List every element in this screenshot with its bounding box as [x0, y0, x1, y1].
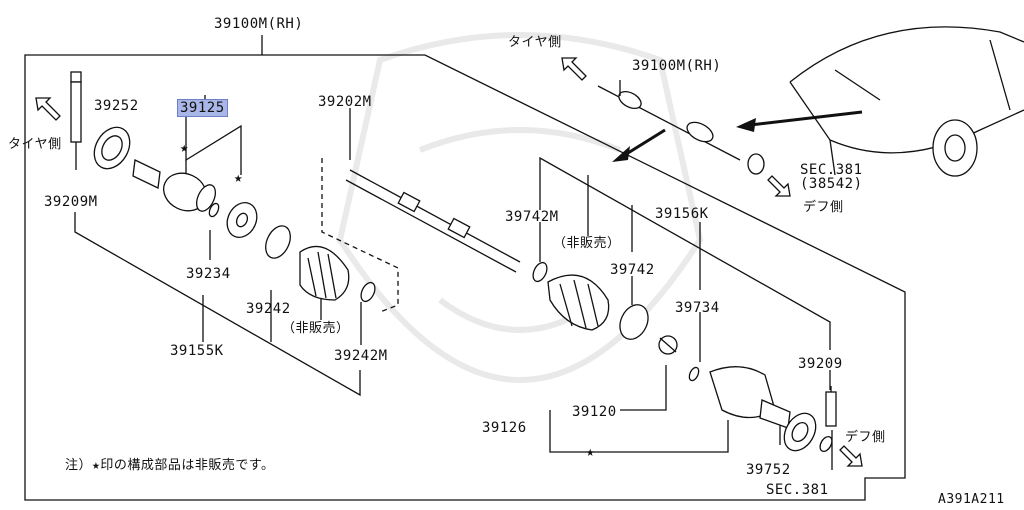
band-39742: [619, 304, 649, 340]
seal-39252: [93, 126, 131, 170]
inner-race: [226, 201, 258, 239]
label-sec381-upper-sub: (38542): [800, 176, 863, 192]
label-39734: 39734: [675, 300, 720, 316]
label-tire-side-top: タイヤ側: [508, 35, 562, 50]
label-39125: 39125: [177, 99, 228, 117]
inset-assembly: [597, 80, 765, 175]
label-39742: 39742: [610, 262, 655, 278]
band-39242m: [360, 281, 376, 303]
inset-arrows: [612, 110, 863, 162]
label-assembly-small: 39100M(RH): [632, 58, 722, 74]
boot-right: [547, 274, 610, 331]
label-39155k: 39155K: [170, 343, 224, 359]
label-39752: 39752: [746, 462, 791, 478]
arrow-tire-side-top: [561, 57, 587, 81]
inner-housing: [709, 366, 791, 429]
outer-joint: [132, 159, 217, 212]
label-tire-side-left: タイヤ側: [8, 137, 62, 152]
arrow-diff-side-lower: [839, 445, 863, 467]
label-39252: 39252: [94, 98, 139, 114]
label-39742m: 39742M: [505, 209, 559, 225]
arrow-tire-side-left: [35, 97, 61, 121]
label-39126: 39126: [482, 420, 527, 436]
label-39209m: 39209M: [44, 194, 98, 210]
label-not-sold-right: （非販売）: [553, 236, 621, 251]
label-39242: 39242: [246, 301, 291, 317]
star-marker-2: ★: [234, 170, 243, 186]
snap-ring-39734: [688, 366, 700, 382]
footnote: 注）★印の構成部品は非販売です。: [65, 458, 275, 473]
label-not-sold-left: （非販売）: [282, 321, 350, 336]
highlight-39125[interactable]: 39125: [177, 99, 228, 117]
label-39209: 39209: [798, 356, 843, 372]
tripod-spider: [658, 335, 678, 355]
snap-ring-39234: [208, 202, 220, 218]
diagram-code: A391A211: [938, 492, 1005, 507]
assembly-outline: [24, 54, 906, 501]
ring-sec381: [819, 435, 833, 453]
rod-39209m: [70, 71, 82, 170]
label-sec381-lower: SEC.381: [766, 482, 829, 498]
shaft-39202m: [345, 169, 521, 273]
label-39234: 39234: [186, 266, 231, 282]
star-marker-1: ★: [180, 140, 189, 156]
label-39242m: 39242M: [334, 348, 388, 364]
boot-left: [299, 245, 350, 301]
seal-39752: [783, 412, 817, 452]
label-assembly-top: 39100M(RH): [214, 16, 304, 32]
band-39742m: [532, 261, 548, 283]
star-marker-3: ★: [586, 444, 595, 460]
band-39242: [265, 225, 291, 259]
label-39156k: 39156K: [655, 206, 709, 222]
label-39202m: 39202M: [318, 94, 372, 110]
label-diff-side-lower: デフ側: [845, 430, 886, 445]
rod-39209: [825, 386, 837, 427]
car-illustration: [789, 26, 1024, 177]
label-39120: 39120: [572, 404, 617, 420]
label-sec381-upper: SEC.381: [800, 162, 863, 178]
label-diff-side-upper: デフ側: [803, 200, 844, 215]
arrow-diff-side-upper: [767, 175, 791, 197]
